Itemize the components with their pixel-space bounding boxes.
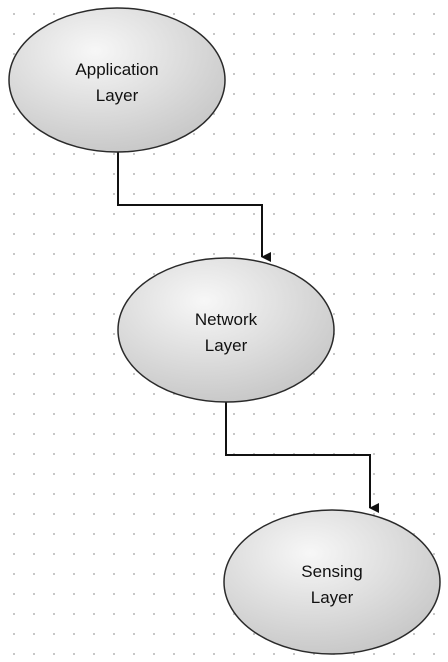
node-sensing-label-line1: Sensing [301,562,362,581]
connector-network-to-sensing [225,402,379,513]
node-network-layer: Network Layer [117,257,335,403]
node-sensing-layer: Sensing Layer [223,509,441,655]
node-sensing-shape [223,509,441,655]
node-network-label-line1: Network [195,310,258,329]
node-network-shape [117,257,335,403]
node-sensing-label-line2: Layer [311,588,354,607]
node-network-label-line2: Layer [205,336,248,355]
node-application-shape [8,7,226,153]
node-application-label-line1: Application [75,60,158,79]
node-application-label-line2: Layer [96,86,139,105]
connector-application-to-network [117,152,271,262]
node-application-layer: Application Layer [8,7,226,153]
